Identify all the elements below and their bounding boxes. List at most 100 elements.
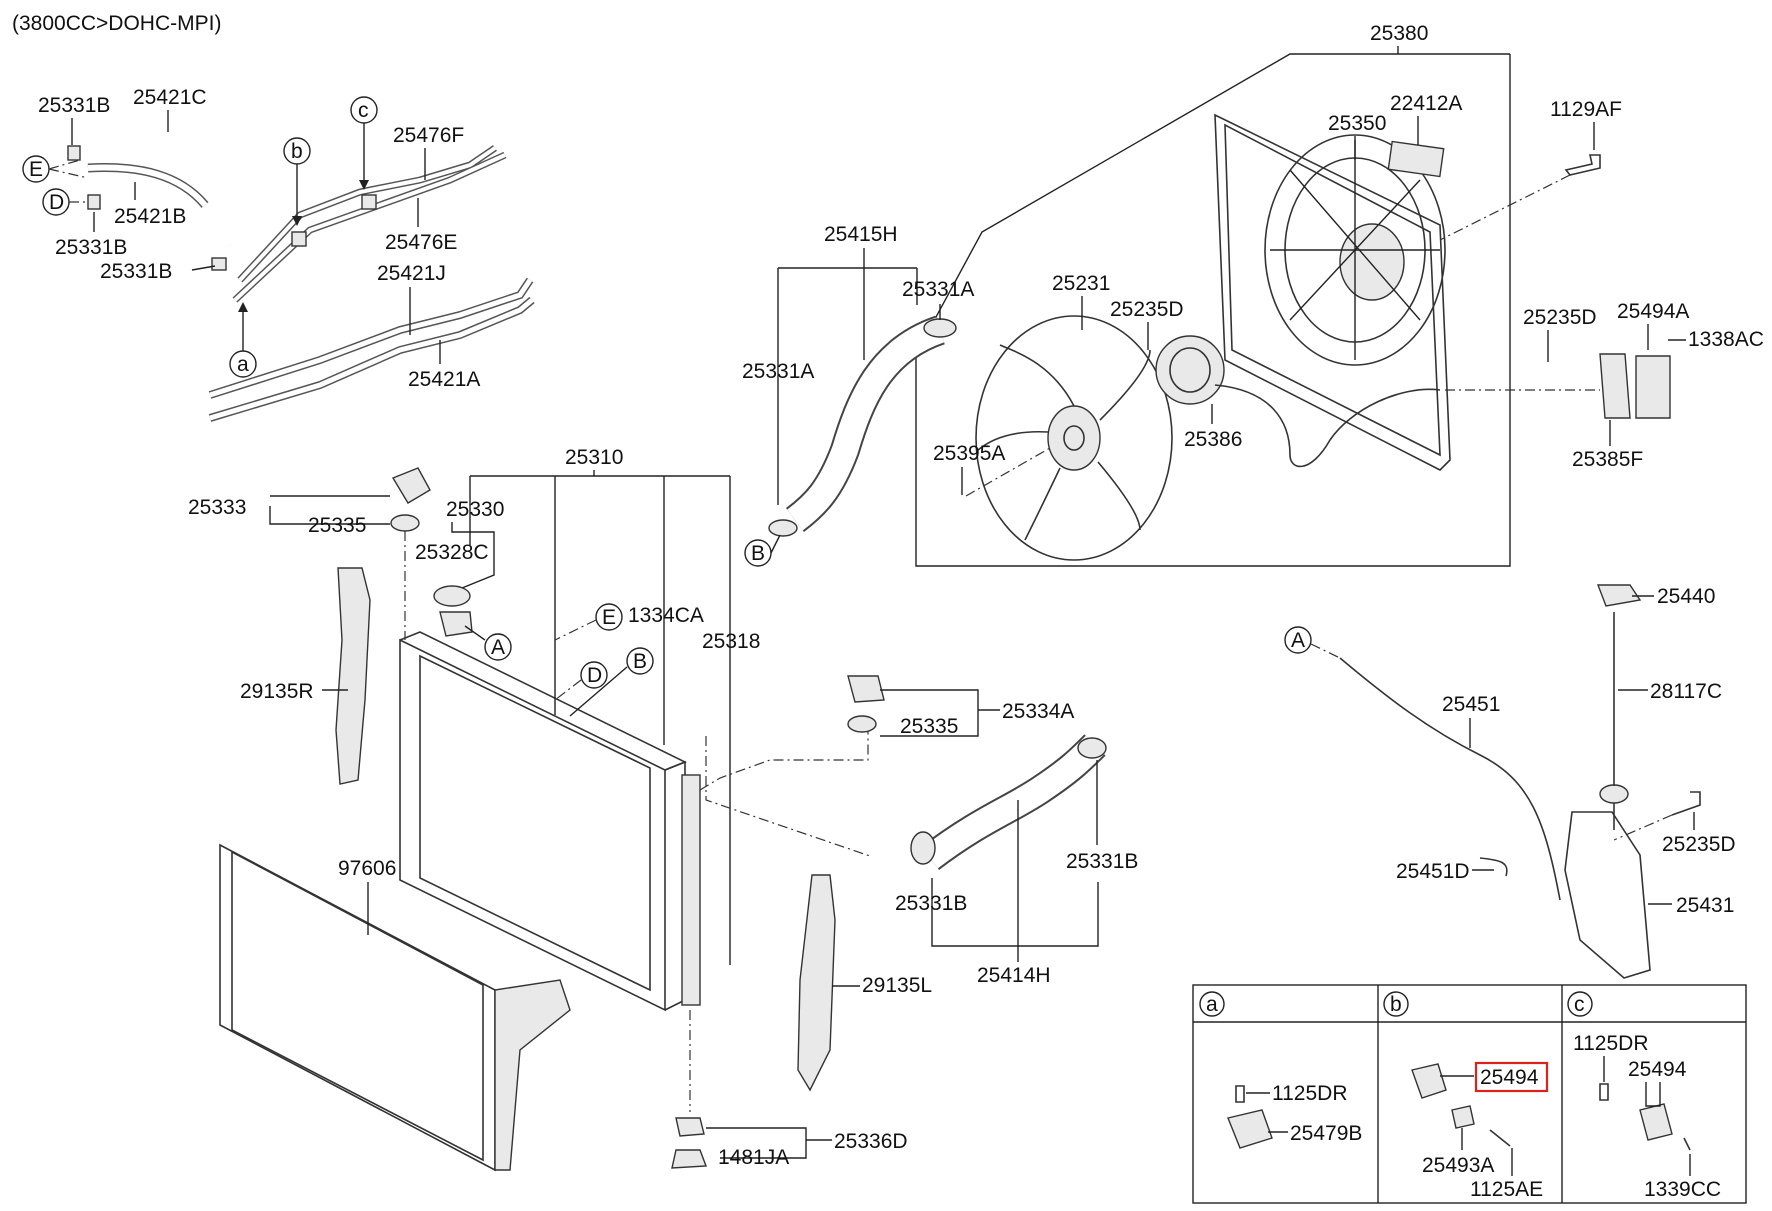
overflow-hose: [1339, 657, 1561, 901]
ref-letter-c: c: [358, 99, 369, 122]
callout-25421B: 25421B: [114, 205, 186, 228]
cell-a-part-1: 1125DR: [1272, 1082, 1348, 1105]
callout-29135L: 29135L: [862, 974, 932, 997]
callout-25330: 25330: [446, 498, 504, 521]
callout-25395A: 25395A: [933, 442, 1005, 465]
drain-seal: [847, 715, 877, 733]
callout-25333: 25333: [188, 496, 246, 519]
ref-circle-E: [595, 603, 623, 631]
ref-letter-B: B: [751, 542, 765, 565]
table-header-c-label: c: [1574, 993, 1585, 1016]
upper-hose: [768, 315, 957, 537]
callout-25431: 25431: [1676, 894, 1734, 917]
cap-seal: [390, 514, 420, 532]
callout-25380: 25380: [1370, 22, 1428, 45]
detail-table: [1192, 984, 1747, 1204]
callout-25335: 25335: [900, 715, 958, 738]
ref-letter-A: A: [1291, 629, 1305, 652]
overflow-hose-clip: [1479, 857, 1508, 877]
callout-25421A: 25421A: [408, 368, 480, 391]
cell-c-part-1: 1125DR: [1573, 1032, 1649, 1055]
cell-c-part-2: 25494: [1628, 1058, 1687, 1081]
callout-25331A: 25331A: [742, 360, 814, 383]
callout-22412A: 22412A: [1390, 92, 1462, 115]
callout-25331B: 25331B: [1066, 850, 1138, 873]
callout-1481JA: 1481JA: [718, 1146, 789, 1169]
ref-circle-A: [484, 633, 512, 661]
callout-25331B: 25331B: [100, 260, 172, 283]
ref-letter-A: A: [491, 636, 505, 659]
reservoir-cap: [1596, 584, 1642, 607]
callout-25421J: 25421J: [377, 262, 446, 285]
callout-25331B: 25331B: [895, 892, 967, 915]
callout-25414H: 25414H: [977, 964, 1051, 987]
table-header-c: [1567, 991, 1593, 1017]
lower-mount-bushing: [675, 1117, 705, 1137]
filler-neck: [439, 611, 473, 637]
highlight-box-25494: [1474, 1061, 1549, 1093]
ref-letter-E: E: [29, 158, 43, 181]
clip-25479B: [1227, 1109, 1273, 1149]
cell-a-part-2: 25479B: [1290, 1122, 1362, 1145]
callout-28117C: 28117C: [1650, 680, 1722, 703]
table-header-a: [1199, 991, 1225, 1017]
table-header-a-label: a: [1206, 993, 1218, 1016]
callout-97606: 97606: [338, 857, 396, 880]
ref-circle-B: [626, 647, 654, 675]
callout-25331A: 25331A: [902, 278, 974, 301]
callout-25494A: 25494A: [1617, 300, 1689, 323]
callout-25476E: 25476E: [385, 231, 457, 254]
filler-neck-seal: [433, 585, 471, 607]
cooler-hoses-group: [67, 134, 535, 422]
callout-25350: 25350: [1328, 112, 1386, 135]
ref-letter-D: D: [587, 664, 602, 687]
callout-25235D: 25235D: [1523, 306, 1597, 329]
table-header-b: [1383, 991, 1409, 1017]
reservoir-tank: [1564, 784, 1651, 979]
radiator: [399, 631, 701, 1012]
callout-1338AC: 1338AC: [1688, 328, 1764, 351]
clamp-25494-c: [1639, 1103, 1673, 1141]
callout-25386: 25386: [1184, 428, 1242, 451]
ref-letter-D: D: [49, 191, 64, 214]
fan-controller: [1445, 353, 1671, 419]
callout-25310: 25310: [565, 446, 623, 469]
callout-25336D: 25336D: [834, 1130, 908, 1153]
lower-mount-insulator: [671, 1149, 707, 1169]
ref-letter-a: a: [237, 353, 249, 376]
callout-25231: 25231: [1052, 272, 1110, 295]
lower-hose: [910, 734, 1107, 870]
callout-25440: 25440: [1657, 585, 1715, 608]
engine-label: (3800CC>DOHC-MPI): [12, 12, 221, 35]
callout-25334A: 25334A: [1002, 700, 1074, 723]
cell-b-part-1: 25494: [1480, 1066, 1539, 1089]
condenser: [219, 843, 571, 1172]
callout-25451D: 25451D: [1396, 860, 1470, 883]
cell-c-part-3: 1339CC: [1644, 1178, 1721, 1201]
label-plate: [1387, 140, 1445, 178]
callout-25235D: 25235D: [1110, 298, 1184, 321]
drain-plug-cap: [847, 675, 885, 703]
table-header-b-label: b: [1390, 993, 1402, 1016]
callout-25476F: 25476F: [393, 124, 464, 147]
clamp-25494: [1411, 1063, 1447, 1099]
air-guard-left: [797, 874, 836, 1092]
callout-25318: 25318: [702, 630, 760, 653]
fan-assembly-outline: [915, 53, 1511, 567]
callout-25328C: 25328C: [415, 541, 489, 564]
ref-letter-E: E: [602, 606, 616, 629]
callout-1334CA: 1334CA: [628, 604, 704, 627]
callout-25385F: 25385F: [1572, 448, 1643, 471]
ref-circle-D: [580, 661, 608, 689]
ref-letter-b: b: [291, 140, 303, 163]
callout-25331B: 25331B: [55, 236, 127, 259]
callout-25421C: 25421C: [133, 86, 207, 109]
callout-25331B: 25331B: [38, 94, 110, 117]
callout-25415H: 25415H: [824, 223, 898, 246]
radiator-cap: [391, 467, 431, 504]
callout-25451: 25451: [1442, 693, 1500, 716]
callout-29135R: 29135R: [240, 680, 314, 703]
air-guard-right: [335, 567, 371, 785]
ref-circle-A: [1284, 626, 1312, 654]
